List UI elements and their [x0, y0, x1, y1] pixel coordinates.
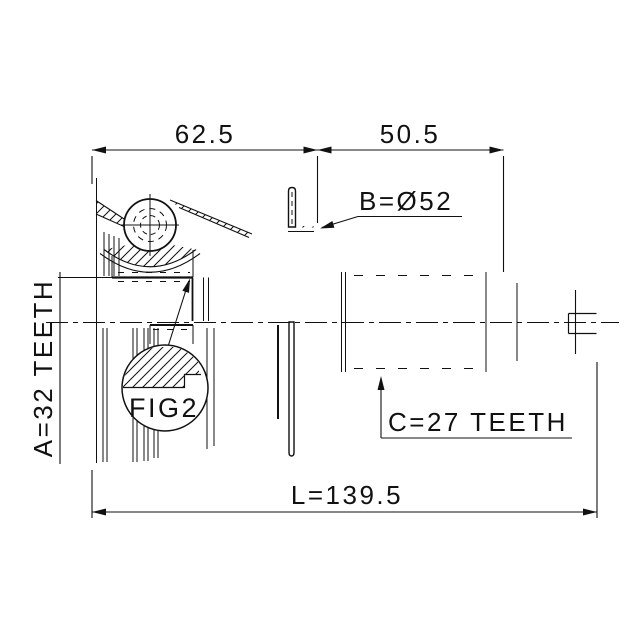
arrow-b-leader	[320, 221, 335, 229]
abs-ring-fin	[287, 186, 297, 457]
arrow-50-left	[317, 146, 332, 154]
dimensions	[58, 149, 598, 518]
label-b-diameter: B=Ø52	[359, 186, 453, 216]
arrow-l-left	[92, 508, 106, 516]
dimension-texts: 62.5 50.5 B=Ø52 C=27 TEETH L=139.5 A=32 …	[28, 119, 568, 510]
dim-overall-length: L=139.5	[291, 480, 403, 510]
bearing-ball	[121, 194, 179, 256]
dimension-arrows	[92, 146, 597, 516]
arrow-50-right	[489, 146, 504, 154]
fig2-label: FIG2	[129, 393, 199, 423]
dim-outer-race-width: 62.5	[175, 119, 236, 149]
arrow-62-right	[303, 146, 318, 154]
inner-race-section	[99, 244, 209, 321]
label-a-inner-spline: A=32 TEETH	[28, 279, 58, 457]
arrow-c-leader	[377, 376, 385, 390]
fig2-leader-arrow	[182, 278, 190, 293]
detail-bubble-fig2: FIG2	[121, 278, 209, 432]
arrow-62-left	[92, 146, 106, 154]
label-c-shaft-spline: C=27 TEETH	[388, 407, 568, 437]
arrow-l-right	[583, 508, 597, 516]
dim-shaft-section-length: 50.5	[380, 119, 441, 149]
